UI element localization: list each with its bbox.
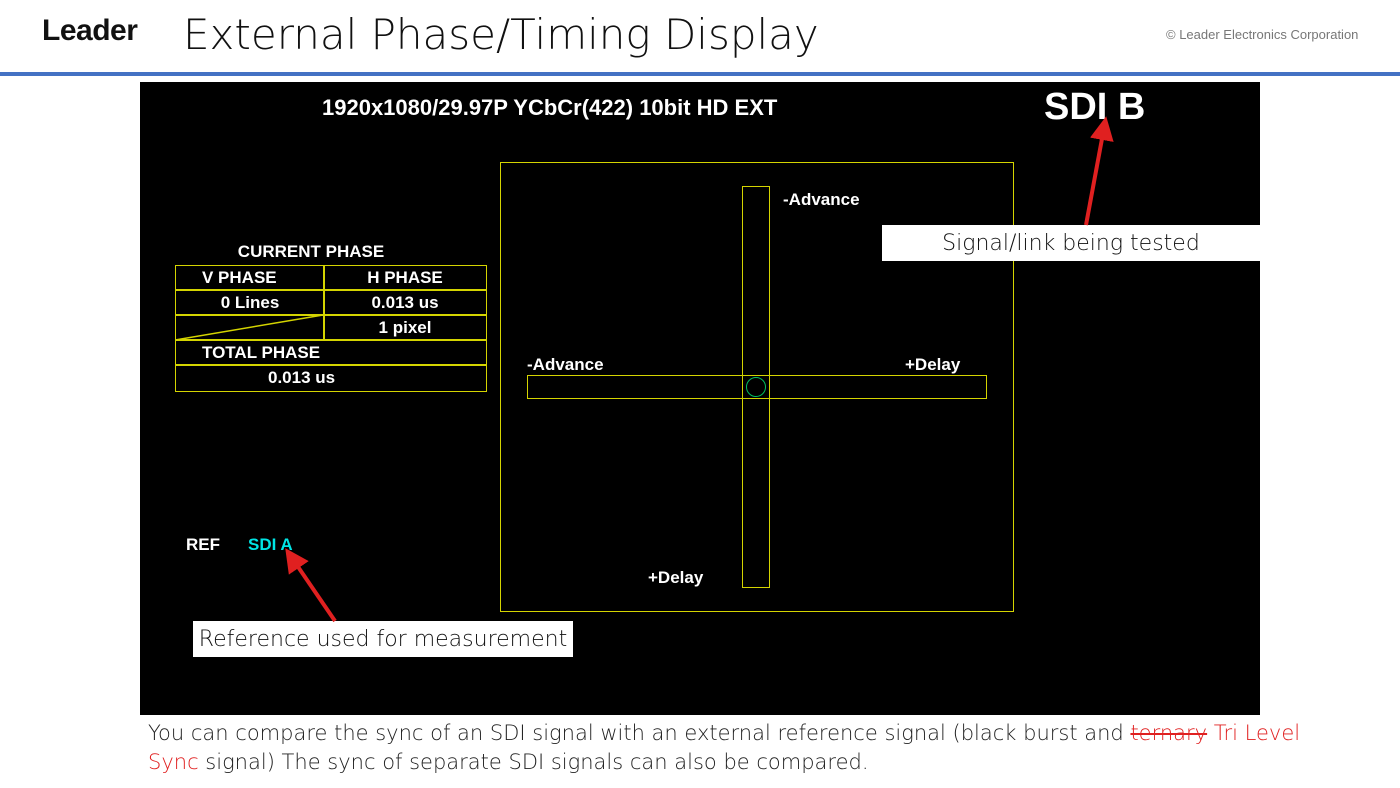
h-phase-header: H PHASE [323, 265, 487, 291]
page-title: External Phase/Timing Display [183, 10, 819, 59]
total-phase-value: 0.013 us [175, 364, 487, 392]
arrow-signal-icon [1084, 116, 1114, 226]
format-label: 1920x1080/29.97P YCbCr(422) 10bit HD EXT [322, 95, 778, 120]
h-phase-pixel: 1 pixel [323, 314, 487, 341]
empty-cell [174, 313, 325, 341]
caption: You can compare the sync of an SDI signa… [148, 719, 1348, 777]
horizontal-bar [527, 375, 987, 399]
caption-struck-text: ternary [1130, 721, 1208, 745]
callout-reference: Reference used for measurement [193, 621, 573, 657]
ref-label: REF [186, 535, 220, 554]
caption-text-end: signal) The sync of separate SDI signals… [198, 750, 869, 774]
caption-text: You can compare the sync of an SDI signa… [148, 721, 1131, 745]
caption-inserted-text: Tri Level Sync [148, 721, 1301, 774]
arrow-reference-icon [285, 548, 337, 623]
leader-logo: Leader [42, 14, 138, 47]
phase-box [500, 162, 1014, 612]
callout-signal: Signal/link being tested [882, 225, 1260, 261]
current-phase-title: CURRENT PHASE [237, 242, 385, 261]
total-phase-header: TOTAL PHASE [175, 339, 487, 366]
copyright: © Leader Electronics Corporation [1166, 27, 1359, 42]
header-divider [0, 72, 1400, 76]
label-top: -Advance [783, 190, 860, 209]
label-right: +Delay [905, 355, 961, 374]
v-phase-header: V PHASE [175, 265, 325, 291]
ref-value: SDI A [248, 535, 293, 554]
h-phase-value: 0.013 us [323, 289, 487, 316]
v-phase-value: 0 Lines [175, 289, 325, 316]
phase-cursor [746, 377, 766, 397]
vertical-bar [742, 186, 770, 588]
label-bottom: +Delay [648, 568, 704, 587]
label-left: -Advance [527, 355, 604, 374]
